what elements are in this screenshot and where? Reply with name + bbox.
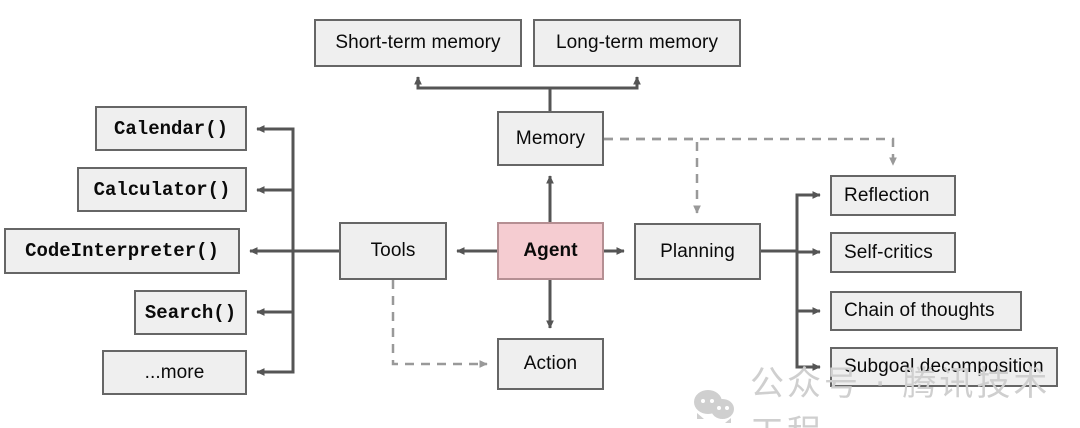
- edge-tools-action-dashed: [391, 280, 488, 368]
- edge-planning-reflection: [761, 191, 821, 253]
- node-label: Tools: [370, 240, 416, 261]
- node-memory[interactable]: Memory: [497, 111, 604, 166]
- node-label: Subgoal decomposition: [844, 356, 1044, 377]
- node-label: Agent: [523, 240, 578, 261]
- node-calculator[interactable]: Calculator(): [77, 167, 247, 212]
- node-chain-of-thoughts[interactable]: Chain of thoughts: [830, 291, 1022, 331]
- node-self-critics[interactable]: Self-critics: [830, 232, 956, 273]
- wechat-icon: [694, 388, 740, 423]
- node-label: Calendar(): [113, 117, 229, 140]
- node-label: Long-term memory: [555, 32, 719, 53]
- node-label: Planning: [660, 240, 735, 262]
- node-agent[interactable]: Agent: [497, 222, 604, 280]
- node-label: Calculator(): [93, 178, 231, 201]
- node-label: Reflection: [844, 184, 930, 206]
- edge-tools-calendar: [256, 125, 339, 253]
- node-action[interactable]: Action: [497, 338, 604, 390]
- node-search[interactable]: Search(): [134, 290, 247, 335]
- edge-memory-shortterm: [414, 76, 552, 111]
- node-reflection[interactable]: Reflection: [830, 175, 956, 216]
- edge-tools-more: [256, 251, 295, 376]
- node-calendar[interactable]: Calendar(): [95, 106, 247, 151]
- node-code-interpreter[interactable]: CodeInterpreter(): [4, 228, 240, 274]
- node-tools[interactable]: Tools: [339, 222, 447, 280]
- node-label: Memory: [515, 127, 586, 149]
- node-label: ...more: [144, 361, 205, 383]
- node-more[interactable]: ...more: [102, 350, 247, 395]
- node-label: Chain of thoughts: [844, 300, 995, 321]
- edge-memory-longterm: [548, 76, 641, 111]
- node-planning[interactable]: Planning: [634, 223, 761, 280]
- edge-memory-planning-dashed: [604, 137, 701, 214]
- node-label: Search(): [144, 301, 237, 324]
- node-subgoal-decomposition[interactable]: Subgoal decomposition: [830, 347, 1058, 387]
- edge-planning-subgoal: [795, 251, 821, 371]
- node-long-term-memory[interactable]: Long-term memory: [533, 19, 741, 67]
- node-label: Short-term memory: [335, 32, 501, 53]
- node-label: CodeInterpreter(): [25, 240, 219, 262]
- node-label: Self-critics: [844, 241, 933, 263]
- node-label: Action: [523, 353, 578, 374]
- edge-memory-reflection-dashed: [604, 137, 897, 166]
- node-short-term-memory[interactable]: Short-term memory: [314, 19, 522, 67]
